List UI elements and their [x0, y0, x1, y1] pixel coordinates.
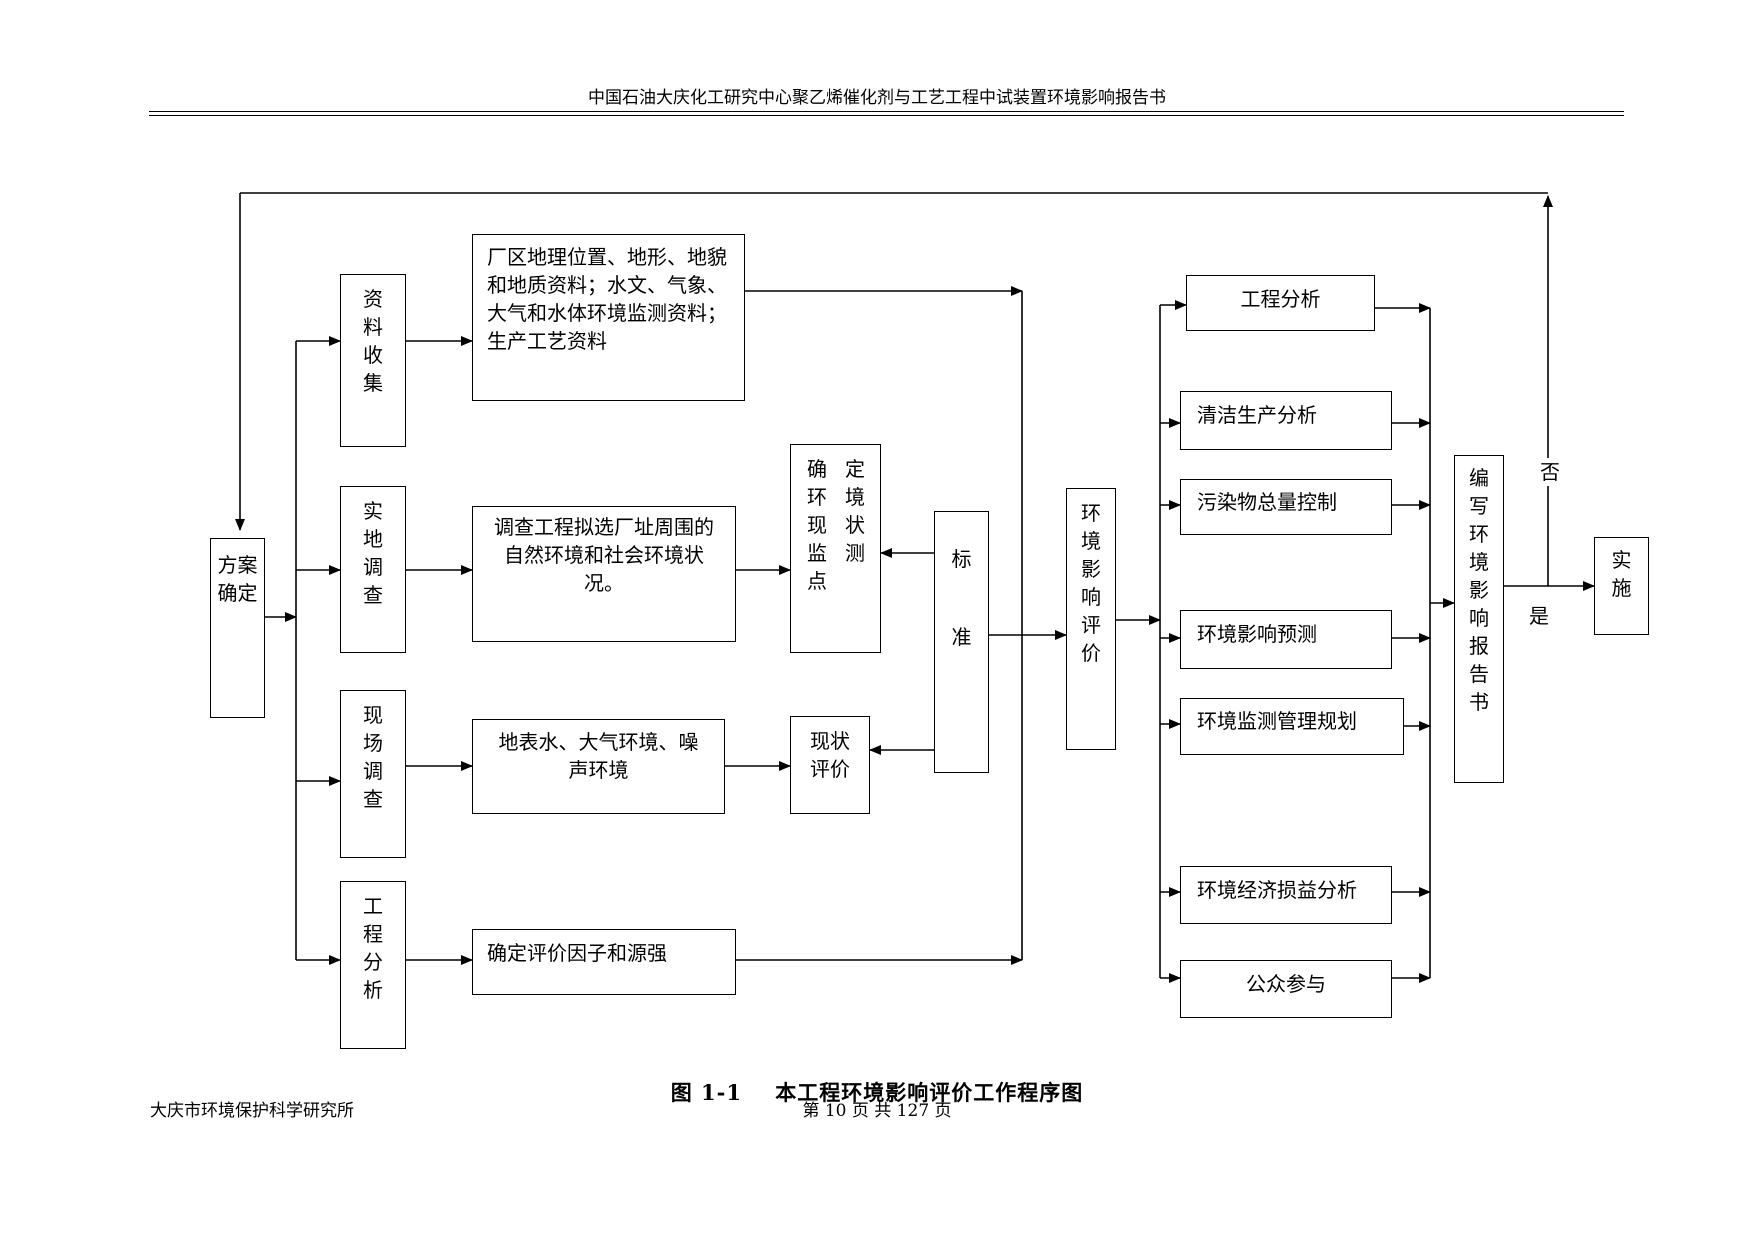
analysis-public-participation: 公众参与: [1180, 960, 1392, 1018]
monitor-points-box: 确环现监点 定境状测: [790, 444, 881, 653]
report-box: 编写环境影响报告书: [1454, 455, 1504, 783]
analysis-economic-loss-benefit: 环境经济损益分析: [1180, 866, 1392, 924]
eia-label: 环境影响评价: [1081, 501, 1101, 665]
monitor-points-col2: 定境状测: [845, 457, 865, 565]
detail-box-data-collection: 厂区地理位置、地形、地貌和地质资料；水文、气象、大气和水体环境监测资料；生产工艺…: [472, 234, 745, 401]
analysis-engineering: 工程分析: [1186, 275, 1375, 331]
standard-char-2: 准: [951, 625, 972, 649]
eia-box: 环境影响评价: [1066, 488, 1116, 750]
analysis-clean-production: 清洁生产分析: [1180, 391, 1392, 450]
stage-box-field-investigation: 现场调查: [340, 690, 406, 858]
stage-box-engineering-analysis: 工程分析: [340, 881, 406, 1049]
page-header: 中国石油大庆化工研究中心聚乙烯催化剂与工艺工程中试装置环境影响报告书: [588, 88, 1166, 108]
detail-box-site-survey: 调查工程拟选厂址周围的自然环境和社会环境状况。: [472, 506, 736, 642]
footer-organization: 大庆市环境保护科学研究所: [150, 1101, 354, 1121]
monitor-points-col1: 确环现监点: [807, 457, 827, 593]
stage-label: 实地调查: [363, 499, 383, 607]
stage-label: 现场调查: [363, 703, 383, 811]
standard-char-1: 标: [951, 547, 972, 571]
detail-box-engineering-analysis: 确定评价因子和源强: [472, 929, 736, 995]
plan-box: 方案确定: [210, 538, 265, 718]
header-rule-bottom: [149, 115, 1624, 116]
stage-label: 资料收集: [363, 287, 383, 395]
implement-box: 实施: [1594, 537, 1649, 635]
yes-label: 是: [1529, 604, 1549, 628]
analysis-pollutant-total-control: 污染物总量控制: [1180, 479, 1392, 535]
plan-label: 方案确定: [217, 553, 258, 605]
figure-caption: 图 1-1 本工程环境影响评价工作程序图: [670, 1080, 1084, 1105]
stage-box-data-collection: 资料收集: [340, 274, 406, 447]
analysis-impact-prediction: 环境影响预测: [1180, 610, 1392, 669]
footer-page-number: 第 10 页 共 127 页: [802, 1101, 952, 1121]
report-label: 编写环境影响报告书: [1469, 466, 1489, 714]
implement-label: 实施: [1611, 548, 1632, 600]
status-eval-box: 现状评价: [790, 716, 870, 814]
analysis-monitoring-plan: 环境监测管理规划: [1180, 698, 1404, 755]
stage-label: 工程分析: [363, 894, 383, 1002]
header-rule-top: [149, 111, 1624, 112]
standard-box: 标 准: [934, 511, 989, 773]
detail-box-field-investigation: 地表水、大气环境、噪声环境: [472, 719, 725, 814]
no-label: 否: [1540, 458, 1560, 486]
stage-box-site-survey: 实地调查: [340, 486, 406, 653]
